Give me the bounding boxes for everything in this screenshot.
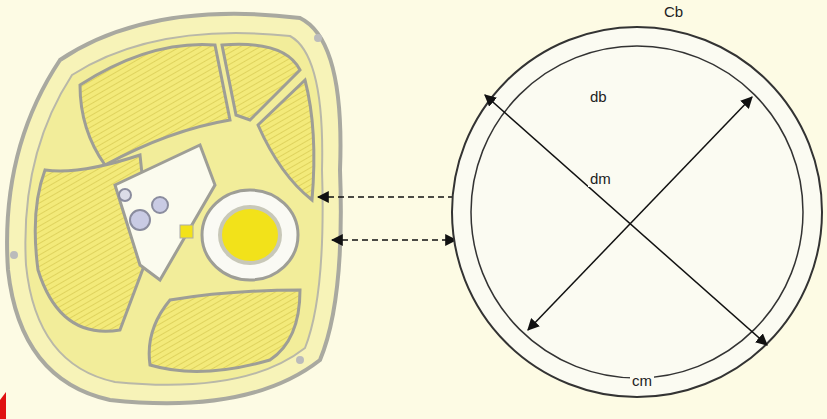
marrow [220,207,280,263]
skin-outline [7,14,341,403]
skin-vessel [296,356,304,364]
fascia [25,33,322,385]
diameter-arrow [528,97,752,330]
dashed-arrow [332,239,456,241]
dimension-label: db [588,88,609,105]
vessel [119,189,131,201]
neurovascular-band [115,145,215,280]
diameter-arrow [485,95,767,345]
femur [202,190,298,280]
dimension-label: cm [630,372,654,389]
outer-circle [452,27,822,397]
skin-vessel [314,34,322,42]
dimension-label: dm [588,170,613,187]
vessel [130,210,150,230]
dimension-label: Cb [662,3,685,20]
vessel [152,197,168,213]
nerve [180,225,193,238]
muscles [35,44,314,371]
corner-mark [0,392,6,419]
skin-vessel [10,251,18,259]
dashed-arrow [318,196,470,198]
inner-circle [471,46,803,378]
